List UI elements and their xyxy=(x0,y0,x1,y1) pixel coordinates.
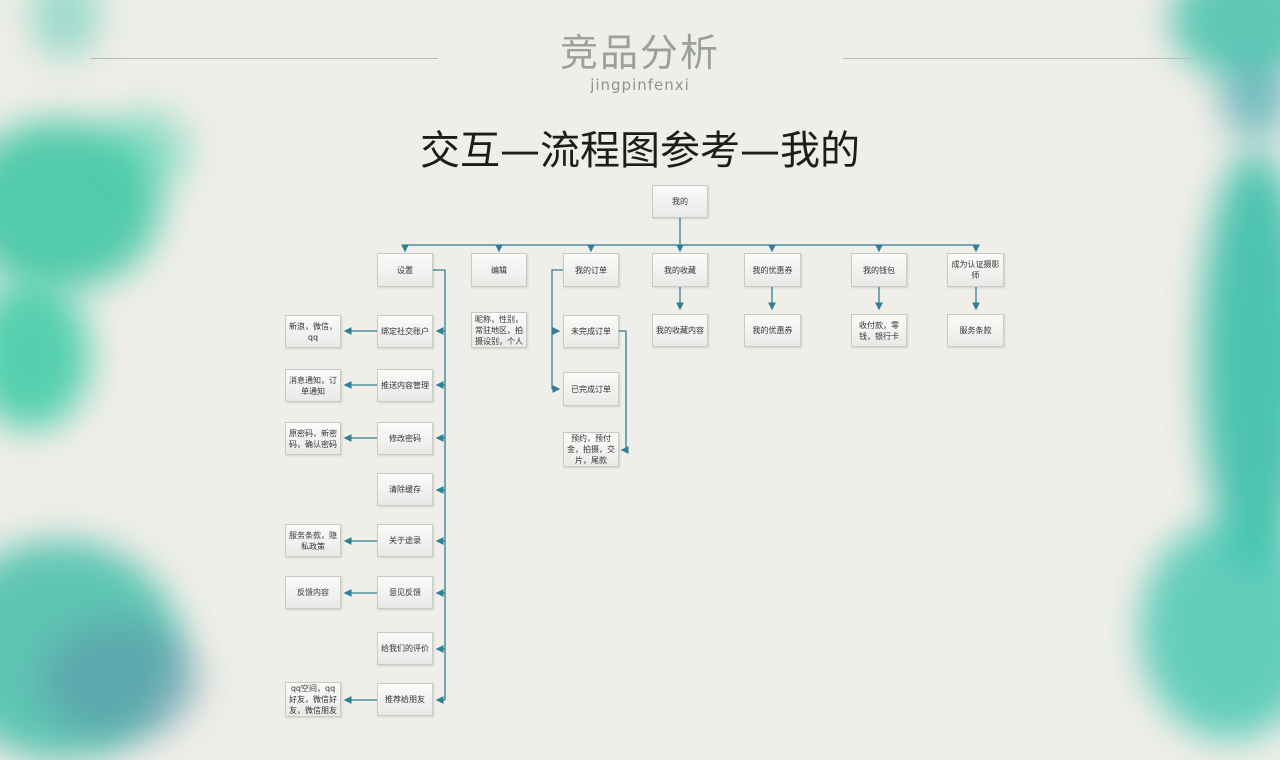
node-favorites-detail: 我的收藏内容 xyxy=(652,314,708,347)
node-push-mgmt-detail: 消息通知，订单通知 xyxy=(285,369,341,402)
node-change-password: 修改密码 xyxy=(377,422,433,455)
node-feedback-detail: 反馈内容 xyxy=(285,576,341,609)
node-my-wallet: 我的钱包 xyxy=(851,253,907,287)
page-header-subtitle: jingpinfenxi xyxy=(590,76,690,94)
node-about-detail: 服务条款，隐私政策 xyxy=(285,524,341,557)
node-clear-cache: 清除缓存 xyxy=(377,473,433,506)
node-my-orders: 我的订单 xyxy=(563,253,619,287)
node-completed-orders: 已完成订单 xyxy=(563,372,619,406)
node-become-photographer: 成为认证摄影师 xyxy=(947,253,1004,287)
node-photographer-detail: 服务条款 xyxy=(947,314,1004,347)
node-my-coupons: 我的优惠券 xyxy=(744,253,801,287)
connector-orders-spine xyxy=(551,269,563,389)
node-feedback: 意见反馈 xyxy=(377,576,433,609)
node-rate-us: 给我们的评价 xyxy=(377,632,433,665)
connector-settings-spine xyxy=(433,269,446,700)
node-order-process-detail: 预约，预付金，拍摄，交片，尾款 xyxy=(563,432,619,467)
node-my-favorites: 我的收藏 xyxy=(652,253,708,287)
node-settings: 设置 xyxy=(377,253,433,287)
page-header-title: 竞品分析 xyxy=(559,31,720,75)
node-recommend-detail: 推荐方式，qq空间，qq好友，微信好友，微信朋友圈 xyxy=(285,682,341,717)
node-edit-detail: 头像，背景，昵称，性别，常驻地区，拍摄设别，个人简介 xyxy=(471,312,527,348)
slide-title: 交互—流程图参考—我的 xyxy=(420,128,860,174)
node-push-mgmt: 推送内容管理 xyxy=(377,369,433,402)
node-bind-social: 绑定社交账户 xyxy=(377,315,433,348)
connector-pending-detail xyxy=(619,330,629,454)
node-pending-orders: 未完成订单 xyxy=(563,315,619,348)
node-wallet-detail: 收付款，零钱，银行卡 xyxy=(851,314,907,347)
node-bind-social-detail: 新浪，微信，qq xyxy=(285,315,341,348)
node-change-password-detail: 原密码，新密码，确认密码 xyxy=(285,422,341,455)
flowchart-connectors xyxy=(343,218,980,704)
header-rule-left xyxy=(90,58,438,59)
node-root: 我的 xyxy=(652,185,708,218)
node-recommend: 推荐给朋友 xyxy=(377,683,433,716)
node-about: 关于途录 xyxy=(377,524,433,557)
header-rule-right xyxy=(843,58,1193,59)
node-edit: 编辑 xyxy=(471,253,527,287)
node-coupons-detail: 我的优惠券 xyxy=(744,314,801,347)
